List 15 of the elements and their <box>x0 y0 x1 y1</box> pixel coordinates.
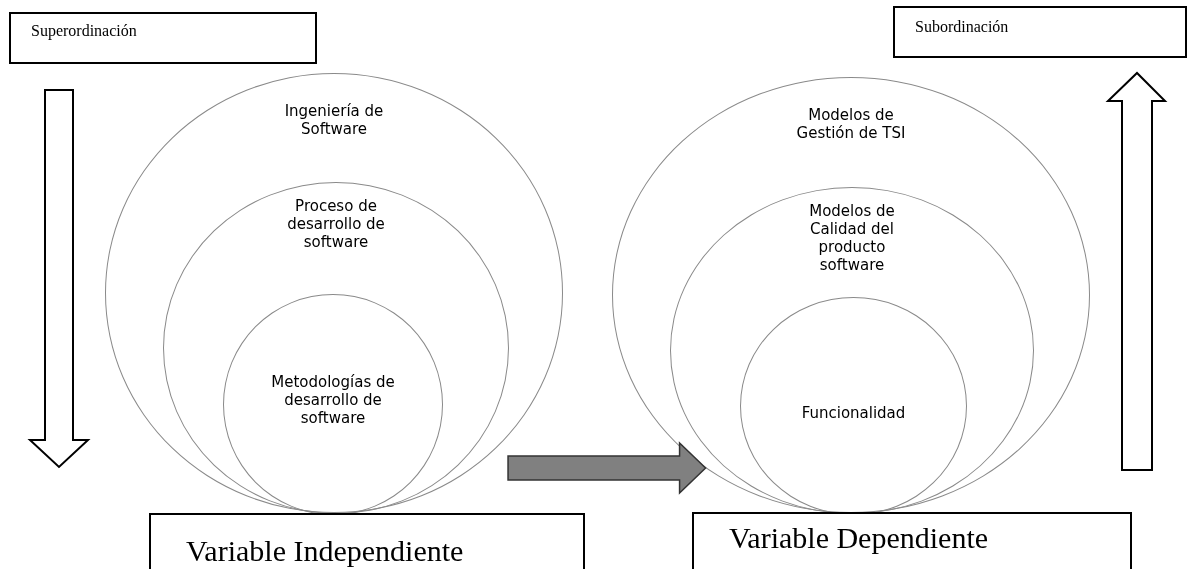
node-text: Funcionalidad <box>800 404 907 422</box>
node-text: Superordinación <box>31 22 137 41</box>
node-text: Variable Dependiente <box>729 521 989 555</box>
node-text: Modelos de Gestión de TSI <box>795 106 907 142</box>
label-box <box>893 6 1187 58</box>
node-text: Proceso de desarrollo de software <box>286 197 386 251</box>
node-text: Metodologías de desarrollo de software <box>270 373 396 427</box>
node-text: Subordinación <box>915 18 1009 37</box>
label-box <box>9 12 317 64</box>
node-text: Variable Independiente <box>186 534 464 568</box>
block-arrow <box>507 441 707 495</box>
label-box <box>149 513 585 569</box>
node-text: Modelos de Calidad del producto software <box>808 202 896 274</box>
label-box <box>692 512 1132 569</box>
node-text: Ingeniería de Software <box>283 102 385 138</box>
